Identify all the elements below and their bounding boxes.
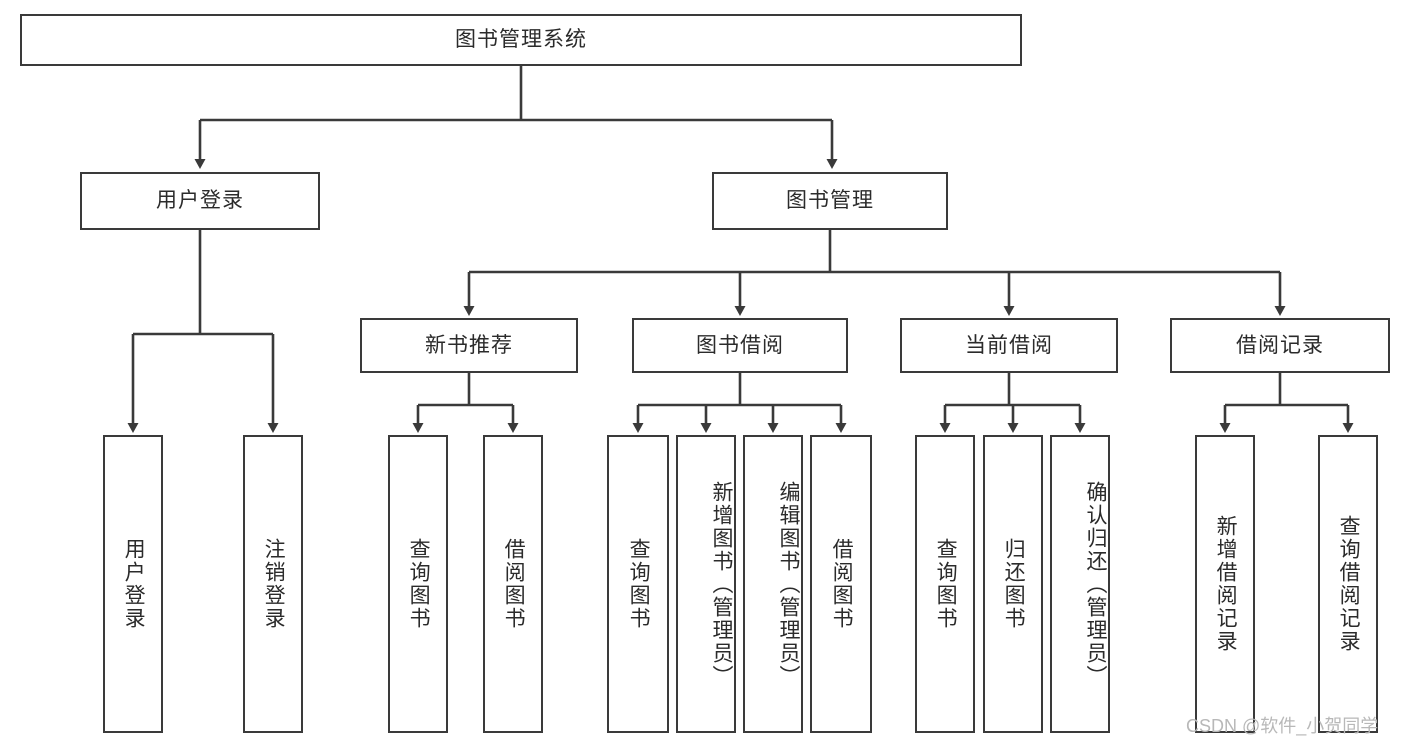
node-label: 图书借阅 (696, 333, 784, 357)
node-label: 用户登录 (122, 538, 146, 630)
node-label: 借阅图书 (830, 538, 854, 630)
node-label: 新书推荐 (425, 333, 513, 357)
node-label: 查询图书 (627, 538, 651, 630)
node-leaf-query-book-1[interactable]: 查询图书 (388, 435, 448, 733)
node-label: 新增图书（管理员） (710, 480, 733, 688)
node-leaf-return-book[interactable]: 归还图书 (983, 435, 1043, 733)
node-leaf-borrow-book-2[interactable]: 借阅图书 (810, 435, 872, 733)
node-label: 确认归还（管理员） (1084, 480, 1107, 688)
node-borrowing-record[interactable]: 借阅记录 (1170, 318, 1390, 373)
node-leaf-logout[interactable]: 注销登录 (243, 435, 303, 733)
node-user-login[interactable]: 用户登录 (80, 172, 320, 230)
node-label: 借阅图书 (502, 538, 526, 630)
watermark: CSDN @软件_小贺同学 (1186, 716, 1379, 736)
node-leaf-add-book-admin[interactable]: 新增图书（管理员） (676, 435, 736, 733)
node-label: 查询图书 (934, 538, 958, 630)
node-leaf-add-borrow-record[interactable]: 新增借阅记录 (1195, 435, 1255, 733)
node-leaf-query-borrow-record[interactable]: 查询借阅记录 (1318, 435, 1378, 733)
node-label: 图书管理系统 (455, 28, 587, 52)
node-label: 借阅记录 (1236, 333, 1324, 357)
node-label: 新增借阅记录 (1214, 515, 1238, 653)
node-new-book-recommendation[interactable]: 新书推荐 (360, 318, 578, 373)
node-book-management[interactable]: 图书管理 (712, 172, 948, 230)
node-leaf-query-book-3[interactable]: 查询图书 (915, 435, 975, 733)
node-leaf-edit-book-admin[interactable]: 编辑图书（管理员） (743, 435, 803, 733)
node-label: 注销登录 (262, 538, 286, 630)
node-label: 查询借阅记录 (1337, 515, 1361, 653)
node-label: 归还图书 (1002, 538, 1026, 630)
node-leaf-user-login[interactable]: 用户登录 (103, 435, 163, 733)
node-label: 查询图书 (407, 538, 431, 630)
node-label: 当前借阅 (965, 333, 1053, 357)
node-leaf-query-book-2[interactable]: 查询图书 (607, 435, 669, 733)
node-label: 用户登录 (156, 189, 244, 213)
node-book-borrowing[interactable]: 图书借阅 (632, 318, 848, 373)
node-root-book-management-system[interactable]: 图书管理系统 (20, 14, 1022, 66)
node-label: 编辑图书（管理员） (777, 480, 800, 688)
node-leaf-borrow-book-1[interactable]: 借阅图书 (483, 435, 543, 733)
node-label: 图书管理 (786, 189, 874, 213)
node-leaf-confirm-return-admin[interactable]: 确认归还（管理员） (1050, 435, 1110, 733)
node-current-borrowing[interactable]: 当前借阅 (900, 318, 1118, 373)
